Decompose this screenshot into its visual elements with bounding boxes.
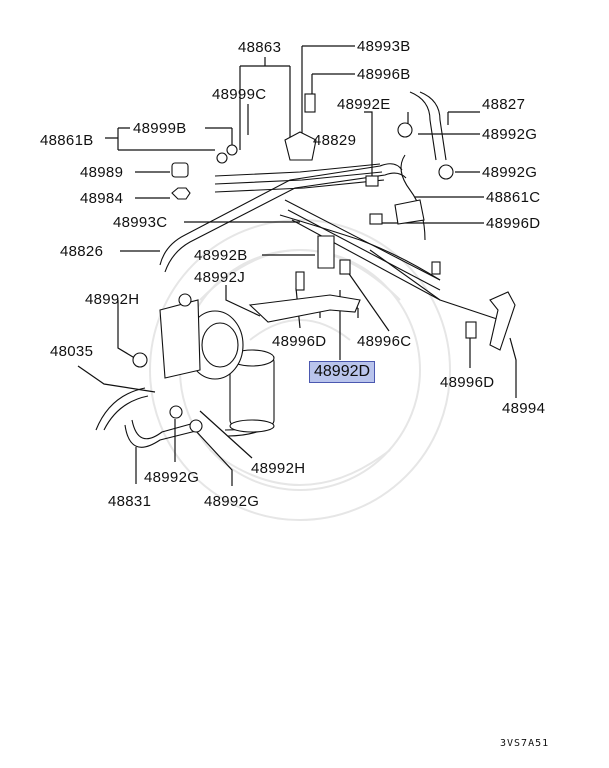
watermark-emblem <box>149 219 451 521</box>
label-48996b: 48996B <box>357 66 411 83</box>
diagram-code: 3VS7A51 <box>500 738 550 749</box>
label-48992g-right: 48992G <box>482 164 538 181</box>
label-48861b: 48861B <box>40 132 94 149</box>
pipes-and-hoses <box>95 91 501 448</box>
label-48829: 48829 <box>313 132 357 149</box>
label-48999b: 48999B <box>133 120 187 137</box>
label-48992g-lower-left: 48992G <box>144 469 200 486</box>
label-48996d-lower-right: 48996D <box>440 374 495 391</box>
label-48996d-center: 48996D <box>272 333 327 350</box>
label-48992e: 48992E <box>337 96 391 113</box>
label-48826: 48826 <box>60 243 104 260</box>
label-48992j: 48992J <box>194 269 246 286</box>
label-48984: 48984 <box>80 190 124 207</box>
label-48992h-left: 48992H <box>85 291 140 308</box>
label-48992h-lower: 48992H <box>251 460 306 477</box>
label-48996d-right: 48996D <box>486 215 541 232</box>
label-48992d-highlighted[interactable]: 48992D <box>309 361 376 383</box>
parts <box>132 93 516 433</box>
label-48994: 48994 <box>502 400 546 417</box>
label-48861c: 48861C <box>486 189 541 206</box>
leader-lines <box>77 45 517 486</box>
label-48863: 48863 <box>238 39 282 56</box>
label-48993c: 48993C <box>113 214 168 231</box>
label-48992b: 48992B <box>194 247 248 264</box>
label-48996c: 48996C <box>357 333 412 350</box>
label-48989: 48989 <box>80 164 124 181</box>
label-48831: 48831 <box>108 493 152 510</box>
label-48992g-upper-right: 48992G <box>482 126 538 143</box>
label-48827: 48827 <box>482 96 526 113</box>
label-48993b: 48993B <box>357 38 411 55</box>
label-48992g-lower: 48992G <box>204 493 260 510</box>
label-48999c: 48999C <box>212 86 267 103</box>
label-48035: 48035 <box>50 343 94 360</box>
